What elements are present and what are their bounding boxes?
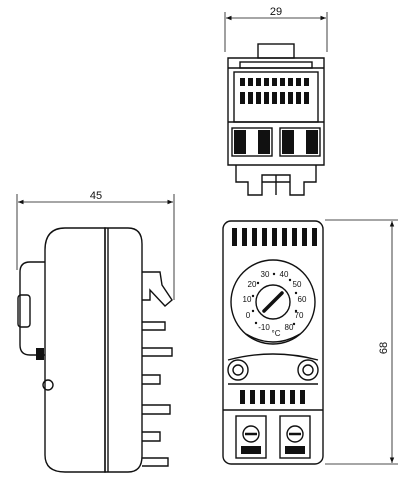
dial-label-70: 70 xyxy=(295,311,304,320)
front-view: 68 -10 0 10 20 30 40 50 60 70 80 °C xyxy=(222,219,398,465)
dial-label-0: 0 xyxy=(246,311,251,320)
dial-label-10: 10 xyxy=(243,295,252,304)
side-view: 45 xyxy=(16,190,175,473)
mount-hole-right xyxy=(297,359,319,381)
terminal-right xyxy=(279,415,311,459)
dim-label-side-width: 45 xyxy=(90,190,102,202)
dial-label-50: 50 xyxy=(293,280,302,289)
top-tab xyxy=(257,43,295,59)
dial-label-20: 20 xyxy=(248,280,257,289)
top-body-outline xyxy=(227,57,325,166)
terminal-left xyxy=(235,415,267,459)
dial-label-60: 60 xyxy=(298,295,307,304)
dial-outer-ring xyxy=(230,259,316,345)
dial-label-30: 30 xyxy=(261,270,270,279)
side-clip-upper xyxy=(142,271,173,307)
dial-label-minus10: -10 xyxy=(258,323,270,332)
dial-tick-dots xyxy=(251,272,298,326)
dial-unit-label: °C xyxy=(272,329,281,338)
side-rear-housing xyxy=(104,227,143,473)
top-terminal-left xyxy=(231,127,273,157)
mount-hole-left xyxy=(227,359,249,381)
dial-label-40: 40 xyxy=(280,270,289,279)
front-bottom-vents xyxy=(240,390,305,404)
top-terminal-right xyxy=(279,127,321,157)
front-top-vents xyxy=(232,228,317,246)
side-knob xyxy=(19,261,45,356)
dim-label-top-width: 29 xyxy=(270,6,282,18)
dial-pointer xyxy=(262,291,284,313)
dim-label-front-height: 68 xyxy=(378,342,390,354)
front-body-outline xyxy=(222,220,324,465)
top-view: 29 xyxy=(224,6,328,196)
dial-label-80: 80 xyxy=(285,323,294,332)
screw-left[interactable] xyxy=(242,425,260,443)
screw-right[interactable] xyxy=(286,425,304,443)
side-front-housing xyxy=(44,227,106,473)
